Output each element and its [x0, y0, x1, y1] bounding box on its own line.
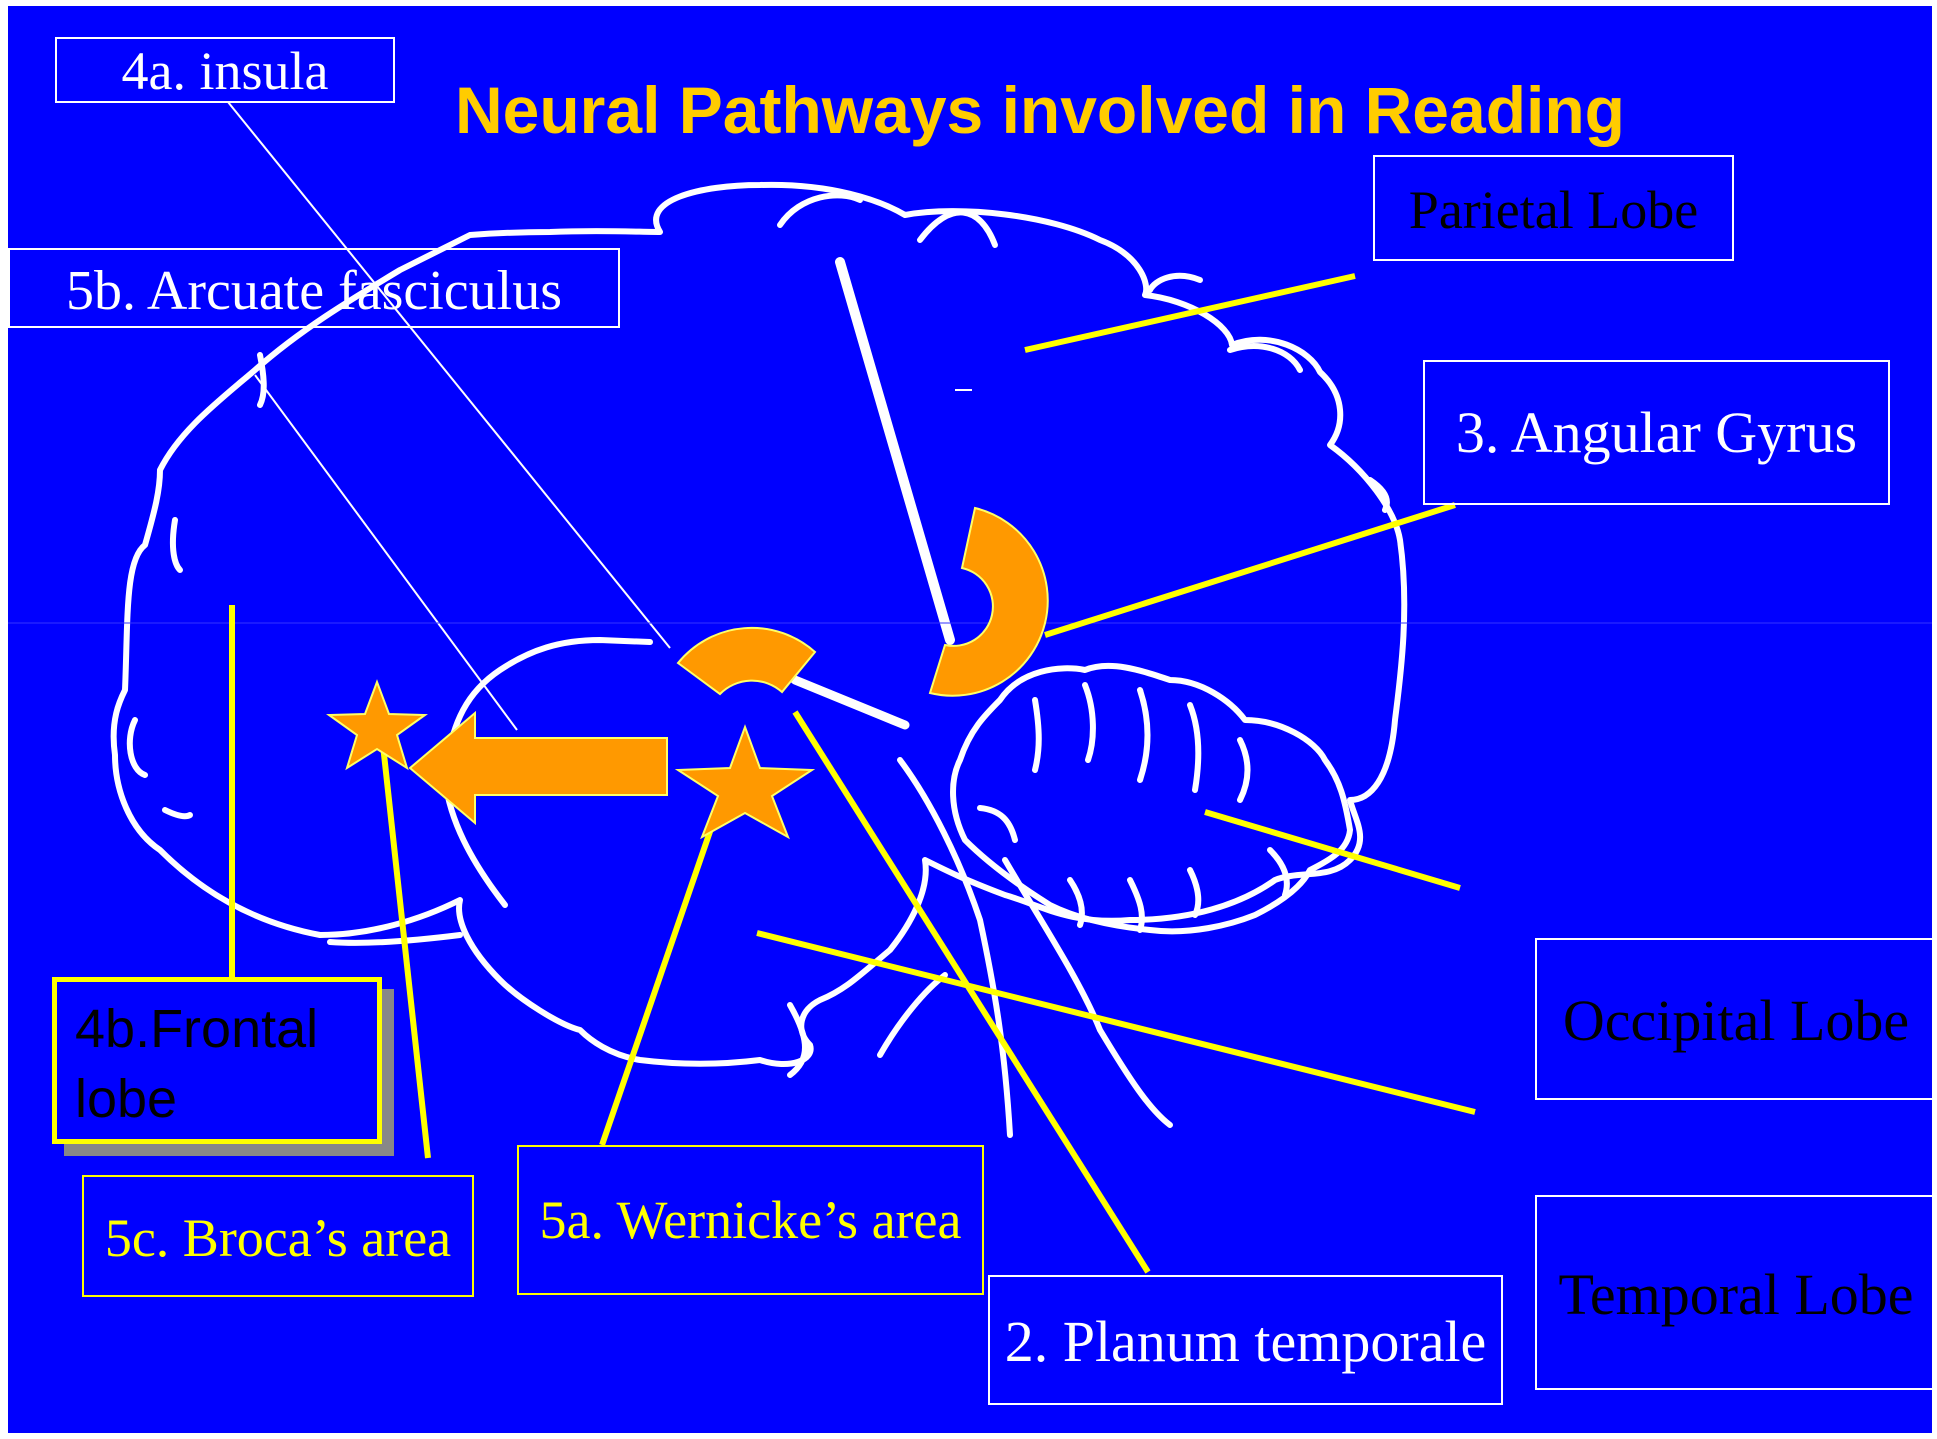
- cerebellum-fold-9: [1190, 870, 1198, 915]
- frontal-label: 4b.Frontal lobe: [75, 999, 318, 1129]
- parietal-leader: [1025, 276, 1355, 350]
- broca-label-box: 5c. Broca’s area: [82, 1175, 474, 1297]
- angular-leader: [1045, 505, 1455, 635]
- parietal-sulcus-3: [1150, 276, 1200, 290]
- arcuate-leader: [255, 375, 517, 730]
- broca-star: [329, 682, 425, 768]
- occipital-label-box: Occipital Lobe: [1535, 938, 1937, 1100]
- white-connector: [795, 680, 905, 725]
- temporal-label: Temporal Lobe: [1537, 1262, 1935, 1328]
- cerebellum-fold-2: [1085, 685, 1093, 760]
- cerebellum-fold-1: [1035, 700, 1039, 770]
- broca-label: 5c. Broca’s area: [84, 1207, 472, 1269]
- frontal-sulcus-2: [173, 520, 180, 570]
- frontal-sulcus-4: [165, 810, 190, 816]
- insula-label-box: 4a. insula: [55, 37, 395, 103]
- temporal-leader: [1205, 812, 1460, 888]
- occipital-label: Occipital Lobe: [1537, 988, 1935, 1054]
- occipital-leader: [757, 933, 1475, 1112]
- parietal-label: Parietal Lobe: [1375, 179, 1732, 241]
- parietal-sulcus-4: [1230, 346, 1300, 370]
- cerebellum-fold-4: [1190, 705, 1198, 790]
- cerebellum-fold-6: [980, 808, 1015, 840]
- cerebellum-outline: [953, 666, 1350, 931]
- cerebellum-fold-3: [1140, 690, 1148, 780]
- wernicke-label-box: 5a. Wernicke’s area: [517, 1145, 984, 1295]
- frontal-sulcus-1: [260, 355, 264, 405]
- parietal-sulcus-1: [780, 195, 860, 225]
- cerebellum-fold-5: [1240, 740, 1248, 800]
- slide-title: Neural Pathways involved in Reading: [455, 70, 1705, 150]
- insula-label: 4a. insula: [57, 41, 393, 101]
- central-sulcus: [840, 262, 950, 640]
- temporal-label-box: Temporal Lobe: [1535, 1195, 1937, 1390]
- insula-leader: [228, 102, 670, 648]
- angular-label-box: 3. Angular Gyrus: [1423, 360, 1890, 505]
- frontal-sulcus-3: [130, 720, 145, 775]
- frontal-label-box: 4b.Frontal lobe: [52, 977, 382, 1144]
- wernicke-star: [678, 727, 812, 837]
- brainstem-small: [880, 975, 945, 1055]
- broca-leader: [383, 745, 428, 1158]
- wernicke-label: 5a. Wernicke’s area: [519, 1189, 982, 1251]
- planum-label: 2. Planum temporale: [990, 1309, 1501, 1375]
- parietal-label-box: Parietal Lobe: [1373, 155, 1734, 261]
- arcuate-label-box: 5b. Arcuate fasciculus: [8, 248, 620, 328]
- angular-gyrus-arc: [930, 508, 1048, 696]
- angular-label: 3. Angular Gyrus: [1425, 400, 1888, 466]
- wernicke-leader: [602, 788, 725, 1145]
- arcuate-label: 5b. Arcuate fasciculus: [10, 260, 618, 322]
- planum-label-box: 2. Planum temporale: [988, 1275, 1503, 1405]
- parietal-sulcus-2: [920, 212, 995, 245]
- cerebellum-fold-10: [1270, 850, 1287, 895]
